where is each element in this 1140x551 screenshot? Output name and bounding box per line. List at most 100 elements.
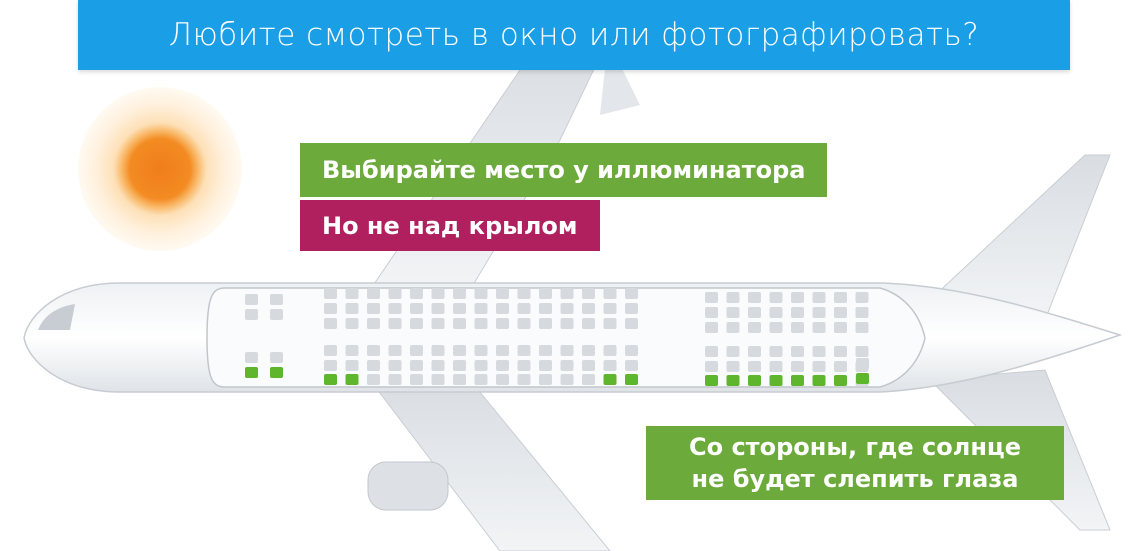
seat	[812, 361, 826, 372]
seat	[855, 307, 869, 318]
seat	[410, 345, 423, 356]
seat	[270, 352, 283, 363]
seat	[748, 292, 761, 303]
seat	[748, 307, 761, 318]
seat	[431, 345, 445, 356]
seat	[270, 294, 283, 305]
seat	[388, 303, 402, 314]
seat	[834, 307, 847, 318]
seat	[582, 318, 595, 329]
seat	[474, 303, 488, 314]
seat	[625, 318, 638, 329]
seat	[582, 303, 595, 314]
seat	[367, 360, 380, 371]
seat	[474, 288, 488, 299]
seat	[367, 374, 380, 385]
seat	[726, 307, 740, 318]
seat	[603, 318, 617, 329]
seat	[705, 346, 718, 357]
seat-window-recommended	[270, 367, 283, 378]
seat	[517, 374, 531, 385]
seat	[410, 374, 423, 385]
tip-sun-side-line2: не будет слепить глаза	[691, 465, 1019, 493]
seat	[388, 345, 402, 356]
seat	[582, 360, 595, 371]
seat	[769, 346, 783, 357]
seat	[539, 318, 552, 329]
seat	[496, 374, 509, 385]
seat	[834, 346, 847, 357]
seat	[410, 360, 423, 371]
seat	[791, 346, 804, 357]
seat	[812, 307, 826, 318]
seat	[560, 288, 574, 299]
seat	[812, 292, 826, 303]
seat	[748, 361, 761, 372]
seat	[453, 360, 466, 371]
seat-window-recommended	[834, 375, 847, 386]
seat	[345, 345, 359, 356]
seat	[345, 318, 359, 329]
seat	[834, 322, 847, 333]
seat-window-recommended	[812, 375, 826, 386]
seat	[791, 292, 804, 303]
seat	[560, 303, 574, 314]
seat	[748, 346, 761, 357]
seat	[769, 361, 783, 372]
seat	[431, 303, 445, 314]
seat	[496, 288, 509, 299]
seat	[603, 303, 617, 314]
seat	[705, 361, 718, 372]
seat	[560, 374, 574, 385]
seat	[474, 345, 488, 356]
engine	[367, 461, 449, 511]
seat	[539, 303, 552, 314]
seat	[705, 307, 718, 318]
seat	[560, 318, 574, 329]
seat	[324, 318, 337, 329]
seat-window-recommended	[324, 374, 337, 385]
seat	[270, 309, 283, 320]
seat	[726, 361, 740, 372]
seat	[855, 292, 869, 303]
seat	[367, 318, 380, 329]
seat	[496, 303, 509, 314]
seat-window-recommended	[705, 375, 718, 386]
seat	[625, 288, 638, 299]
seat	[769, 307, 783, 318]
seat	[410, 318, 423, 329]
seat	[582, 374, 595, 385]
seat	[388, 360, 402, 371]
seat	[453, 345, 466, 356]
tip-not-over-wing: Но не над крылом	[300, 200, 600, 251]
seat	[582, 345, 595, 356]
seat	[245, 294, 258, 305]
seat	[517, 288, 531, 299]
cockpit-window	[38, 304, 75, 330]
seat	[367, 345, 380, 356]
seat	[726, 322, 740, 333]
seat	[855, 322, 869, 333]
seat	[474, 318, 488, 329]
seat	[812, 322, 826, 333]
seat	[517, 318, 531, 329]
seat	[345, 303, 359, 314]
seat	[748, 322, 761, 333]
seat-window-recommended	[345, 374, 359, 385]
seat-window-recommended	[748, 375, 761, 386]
seat-window-recommended	[603, 374, 617, 385]
seat	[705, 322, 718, 333]
seat	[834, 361, 847, 372]
seat	[453, 374, 466, 385]
seat	[345, 360, 359, 371]
seat	[496, 360, 509, 371]
seat	[769, 322, 783, 333]
seat	[474, 374, 488, 385]
seat	[603, 345, 617, 356]
seat	[539, 360, 552, 371]
seat	[324, 345, 337, 356]
page-title: Любите смотреть в окно или фотографирова…	[78, 0, 1070, 70]
tip-sun-side-line1: Со стороны, где солнце	[688, 433, 1021, 461]
seat	[324, 288, 337, 299]
